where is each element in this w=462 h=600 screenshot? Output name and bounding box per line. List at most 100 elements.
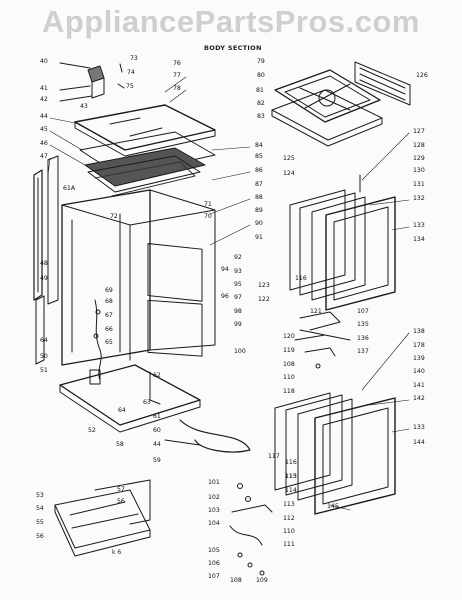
part-label: 55 <box>36 519 44 526</box>
part-label: 79 <box>257 58 265 65</box>
part-label: 102 <box>208 494 220 501</box>
small-hardware <box>229 483 273 576</box>
part-label: 99 <box>234 321 242 328</box>
watermark: AppliancePartsPros.com <box>42 4 420 39</box>
part-label: 53 <box>36 492 44 499</box>
part-label: 48 <box>40 260 48 267</box>
part-label: 74 <box>127 69 135 76</box>
part-label: 92 <box>234 254 242 261</box>
part-label: 88 <box>255 194 263 201</box>
oven-body <box>61 189 216 366</box>
part-label: 69 <box>105 287 113 294</box>
part-label: 108 <box>230 577 242 584</box>
broiler-drawer <box>54 479 151 557</box>
part-label: 128 <box>413 142 425 149</box>
part-label: 105 <box>208 547 220 554</box>
part-label: 107 <box>357 308 369 315</box>
part-label: 126 <box>416 72 428 79</box>
part-label: 65 <box>105 339 113 346</box>
top-panel <box>74 104 216 157</box>
part-label: 120 <box>283 333 295 340</box>
part-label: 70 <box>204 213 212 220</box>
part-label: 109 <box>256 577 268 584</box>
part-label: 60 <box>153 427 161 434</box>
part-label: 113 <box>285 473 297 480</box>
burner-assembly <box>79 131 216 197</box>
part-label: 134 <box>413 236 425 243</box>
part-label: 66 <box>105 326 113 333</box>
part-label: 45 <box>40 126 48 133</box>
part-label: 49 <box>40 275 48 282</box>
part-label: 142 <box>413 395 425 402</box>
part-label: 56 <box>117 498 125 505</box>
part-label: 178 <box>413 342 425 349</box>
part-label: 110 <box>283 528 295 535</box>
part-label: 95 <box>234 281 242 288</box>
part-label: 123 <box>258 282 270 289</box>
part-label: 110 <box>283 374 295 381</box>
part-label: 43 <box>80 103 88 110</box>
control-bracket <box>59 62 125 102</box>
part-label: 114 <box>285 487 297 494</box>
vent-grille <box>354 61 411 106</box>
part-label: 75 <box>126 83 134 90</box>
part-label: 112 <box>283 515 295 522</box>
side-trim <box>33 155 59 365</box>
bottom-plate <box>59 364 251 453</box>
part-label: 93 <box>234 268 242 275</box>
part-label: 63 <box>143 399 151 406</box>
part-label: 101 <box>208 479 220 486</box>
part-label: 82 <box>257 100 265 107</box>
part-label: 107 <box>208 573 220 580</box>
part-label: 100 <box>234 348 246 355</box>
part-labels: 4041424373747576777879808182831264445464… <box>36 55 428 584</box>
part-label: 44 <box>40 113 48 120</box>
part-label: 94 <box>221 266 229 273</box>
vent-fan <box>271 69 383 147</box>
leader-lines <box>47 76 410 511</box>
part-label: 125 <box>283 155 295 162</box>
part-label: 80 <box>257 72 265 79</box>
part-label: 76 <box>173 60 181 67</box>
part-label: 139 <box>413 355 425 362</box>
part-label: 121 <box>310 308 322 315</box>
part-label: 91 <box>255 234 263 241</box>
part-label: 40 <box>40 58 48 65</box>
part-label: 87 <box>255 181 263 188</box>
part-label: 72 <box>110 213 118 220</box>
part-label: 46 <box>40 140 48 147</box>
part-label: 61A <box>63 185 76 192</box>
part-label: 78 <box>173 85 181 92</box>
part-label: 133 <box>413 222 425 229</box>
part-label: 42 <box>40 96 48 103</box>
upper-oven-door <box>289 174 396 311</box>
part-label: 113 <box>283 501 295 508</box>
part-label: 104 <box>208 520 220 527</box>
part-label: 106 <box>208 560 220 567</box>
part-label: 138 <box>413 328 425 335</box>
part-label: 50 <box>40 353 48 360</box>
part-label: 52 <box>88 427 96 434</box>
part-label: 90 <box>255 220 263 227</box>
part-label: 136 <box>357 335 369 342</box>
section-title: BODY SECTION <box>204 44 262 52</box>
part-label: 130 <box>413 167 425 174</box>
part-label: 77 <box>173 72 181 79</box>
part-label: 71 <box>204 201 212 208</box>
part-label: 57 <box>117 486 125 493</box>
part-label: 117 <box>268 453 280 460</box>
part-label: 124 <box>283 170 295 177</box>
part-label: 59 <box>153 457 161 464</box>
part-label: 131 <box>413 181 425 188</box>
part-label: 140 <box>413 368 425 375</box>
part-label: 98 <box>234 308 242 315</box>
part-label: 115 <box>285 473 297 480</box>
part-label: 56 <box>36 533 44 540</box>
part-label: 133 <box>413 424 425 431</box>
part-label: 135 <box>357 321 369 328</box>
part-label: 137 <box>357 348 369 355</box>
part-label: 44 <box>153 441 161 448</box>
corner-note: k 6 <box>112 549 122 556</box>
